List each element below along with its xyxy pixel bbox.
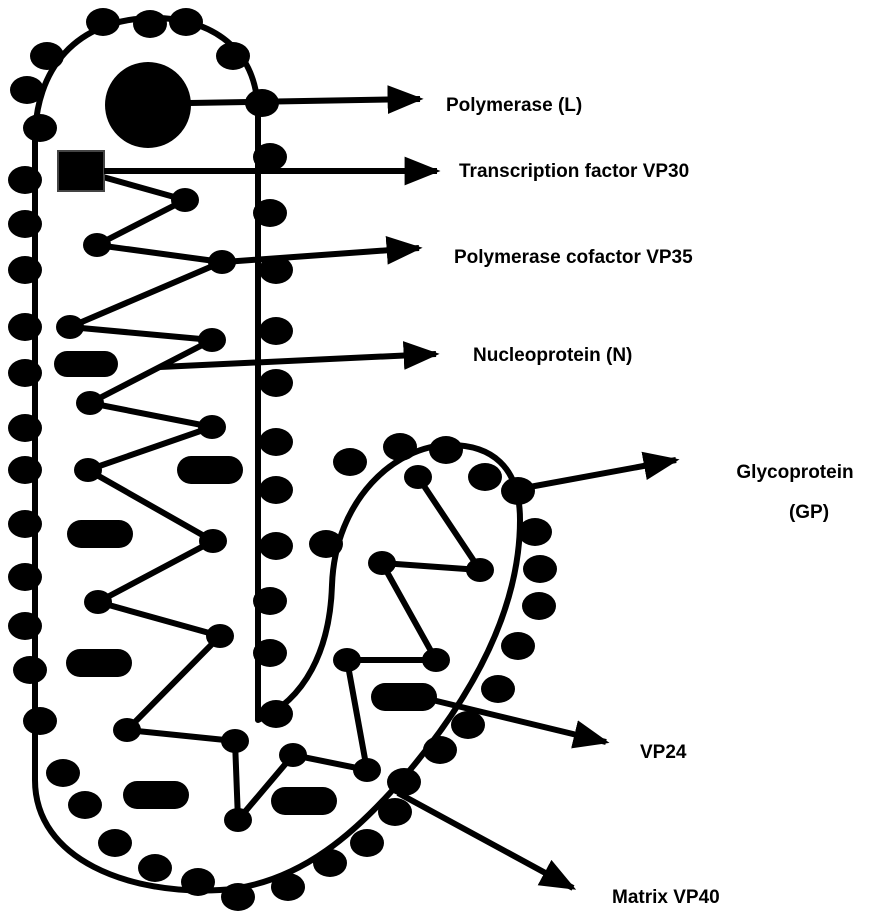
glycoprotein-spike xyxy=(259,369,293,397)
nucleoprotein-bead xyxy=(224,808,252,832)
nucleoprotein-bead xyxy=(198,328,226,352)
glycoprotein-spike xyxy=(481,675,515,703)
nucleoprotein-bead xyxy=(84,590,112,614)
label-vp40: Matrix VP40 xyxy=(612,887,720,908)
nucleoprotein-bead xyxy=(56,315,84,339)
nucleoprotein-bead xyxy=(422,648,450,672)
arrow-nucleoprotein xyxy=(160,354,436,367)
arrow-glycoprotein xyxy=(524,460,676,488)
label-nucleoprotein: Nucleoprotein (N) xyxy=(473,345,632,366)
glycoprotein-spike xyxy=(133,10,167,38)
glycoprotein-spike xyxy=(259,532,293,560)
label-vp30: Transcription factor VP30 xyxy=(459,161,689,182)
vp30-square xyxy=(58,151,104,191)
nucleoprotein-bead xyxy=(368,551,396,575)
label-glycoprotein-line2: (GP) xyxy=(789,502,829,523)
arrow-polymerase xyxy=(190,99,420,103)
glycoprotein-spike xyxy=(98,829,132,857)
label-vp35: Polymerase cofactor VP35 xyxy=(454,247,693,268)
glycoprotein-spike xyxy=(468,463,502,491)
glycoprotein-spike xyxy=(46,759,80,787)
glycoprotein-spike xyxy=(23,114,57,142)
glycoprotein-spike xyxy=(501,632,535,660)
arrow-vp35 xyxy=(224,248,419,262)
nucleoprotein-bead xyxy=(199,529,227,553)
vp40-pill xyxy=(67,520,133,548)
nucleoprotein-bead xyxy=(333,648,361,672)
glycoprotein-spike xyxy=(451,711,485,739)
vp40-pill xyxy=(123,781,189,809)
nucleoprotein-bead xyxy=(221,729,249,753)
glycoprotein-spike xyxy=(333,448,367,476)
polymerase-l xyxy=(105,62,191,148)
nucleoprotein-bead xyxy=(74,458,102,482)
glycoprotein-spike xyxy=(350,829,384,857)
nucleoprotein-bead xyxy=(206,624,234,648)
pointer-arrows xyxy=(104,99,676,888)
glycoprotein-spike xyxy=(518,518,552,546)
glycoprotein-spike xyxy=(259,317,293,345)
nucleoprotein-bead xyxy=(171,188,199,212)
glycoprotein-spike xyxy=(138,854,172,882)
vp40-pill xyxy=(54,351,118,377)
glycoprotein-spike xyxy=(259,476,293,504)
glycoprotein-spike xyxy=(259,428,293,456)
nucleoprotein-bead xyxy=(353,758,381,782)
nucleoprotein-bead xyxy=(198,415,226,439)
nucleoprotein-bead xyxy=(279,743,307,767)
arrow-vp40 xyxy=(398,793,573,888)
glycoprotein-spike xyxy=(523,555,557,583)
nucleoprotein-bead xyxy=(113,718,141,742)
nucleoprotein-bead xyxy=(76,391,104,415)
glycoprotein-spike xyxy=(68,791,102,819)
glycoprotein-spike xyxy=(429,436,463,464)
vp40-pill xyxy=(177,456,243,484)
label-polymerase: Polymerase (L) xyxy=(446,95,582,116)
glycoprotein-spike xyxy=(522,592,556,620)
glycoprotein-spike xyxy=(23,707,57,735)
nucleoprotein-beads xyxy=(56,188,494,832)
nucleoprotein-bead xyxy=(404,465,432,489)
label-glycoprotein-line1: Glycoprotein xyxy=(736,462,853,483)
glycoprotein-spike xyxy=(13,656,47,684)
nucleoprotein-bead xyxy=(466,558,494,582)
vp40-pill xyxy=(66,649,132,677)
vp40-pill xyxy=(271,787,337,815)
label-vp24: VP24 xyxy=(640,742,687,763)
nucleoprotein-bead xyxy=(83,233,111,257)
